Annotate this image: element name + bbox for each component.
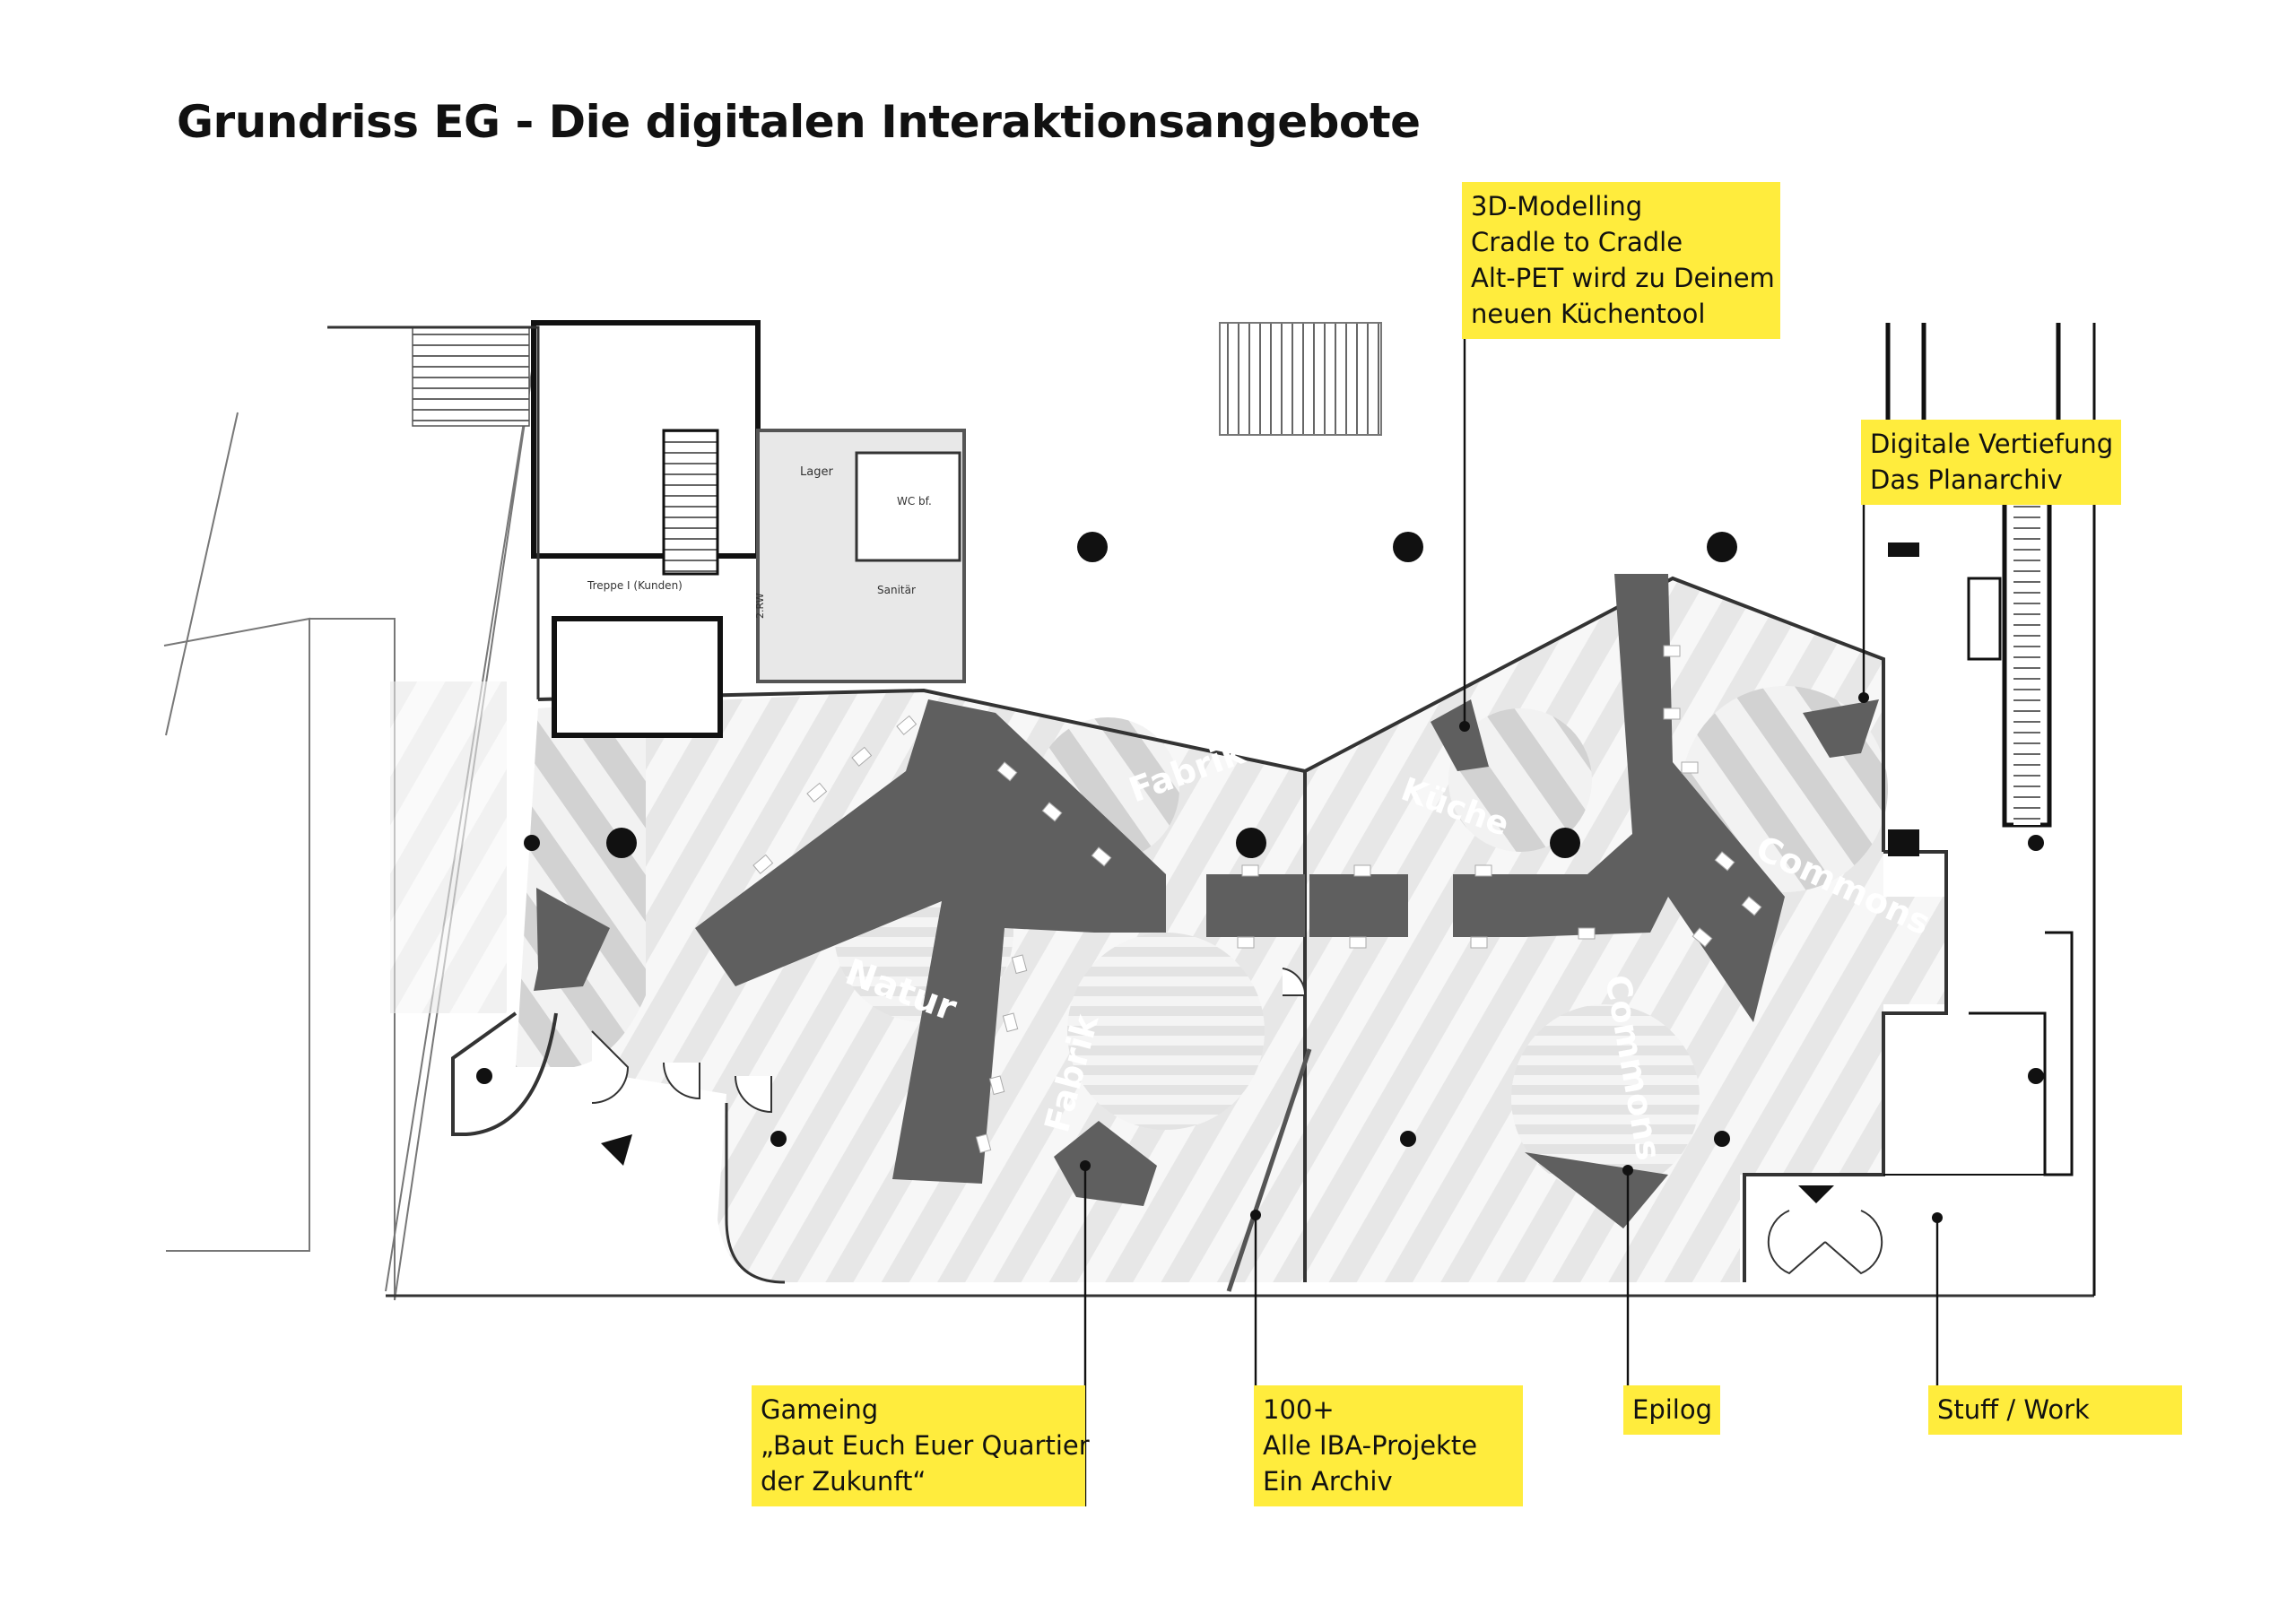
room-label-sanitaer: Sanitär (877, 584, 916, 596)
callout-digitale-vertiefung-line-2: Das Planarchiv (1870, 464, 2063, 495)
callout-epilog: Epilog (1623, 1385, 1720, 1435)
callout-gameing: Gameing „Baut Euch Euer Quartier der Zuk… (752, 1385, 1090, 1506)
building-walls (386, 576, 2094, 1298)
room-label-rw: 2.RW (754, 593, 766, 619)
callout-3d-modelling-line-2: Cradle to Cradle (1471, 227, 1683, 257)
callout-stuff-work-line-1: Stuff / Work (1937, 1394, 2090, 1425)
room-label-wc: WC bf. (897, 495, 932, 508)
callout-digitale-vertiefung: Digitale Vertiefung Das Planarchiv (1861, 420, 2121, 505)
callout-3d-modelling-line-3: Alt-PET wird zu Deinem (1471, 263, 1775, 293)
seat-markers (752, 645, 1762, 1154)
callout-gameing-line-1: Gameing (761, 1394, 879, 1425)
core-rooms: Lager WC bf. Sanitär Treppe I (Kunden) 2… (327, 320, 1382, 738)
callout-3d-modelling-line-1: 3D-Modelling (1471, 191, 1643, 221)
callout-iba-archiv-line-3: Ein Archiv (1263, 1466, 1393, 1497)
room-label-treppe: Treppe I (Kunden) (587, 579, 683, 592)
callout-3d-modelling-line-4: neuen Küchentool (1471, 299, 1706, 329)
callout-iba-archiv: 100+ Alle IBA-Projekte Ein Archiv (1254, 1385, 1523, 1506)
exhibition-tables (534, 574, 1879, 1228)
callout-stuff-work: Stuff / Work (1928, 1385, 2182, 1435)
page-title: Grundriss EG - Die digitalen Interaktion… (177, 96, 1421, 148)
neighbour-building (163, 331, 539, 1301)
callout-gameing-line-3: der Zukunft“ (761, 1466, 926, 1497)
doors (591, 968, 1883, 1292)
callout-digitale-vertiefung-line-1: Digitale Vertiefung (1870, 429, 2114, 459)
callout-3d-modelling: 3D-Modelling Cradle to Cradle Alt-PET wi… (1462, 182, 1780, 339)
room-label-lager: Lager (800, 465, 833, 479)
callout-gameing-line-2: „Baut Euch Euer Quartier (761, 1430, 1090, 1461)
callout-iba-archiv-line-2: Alle IBA-Projekte (1263, 1430, 1478, 1461)
callout-epilog-line-1: Epilog (1632, 1394, 1712, 1425)
callout-iba-archiv-line-1: 100+ (1263, 1394, 1335, 1425)
